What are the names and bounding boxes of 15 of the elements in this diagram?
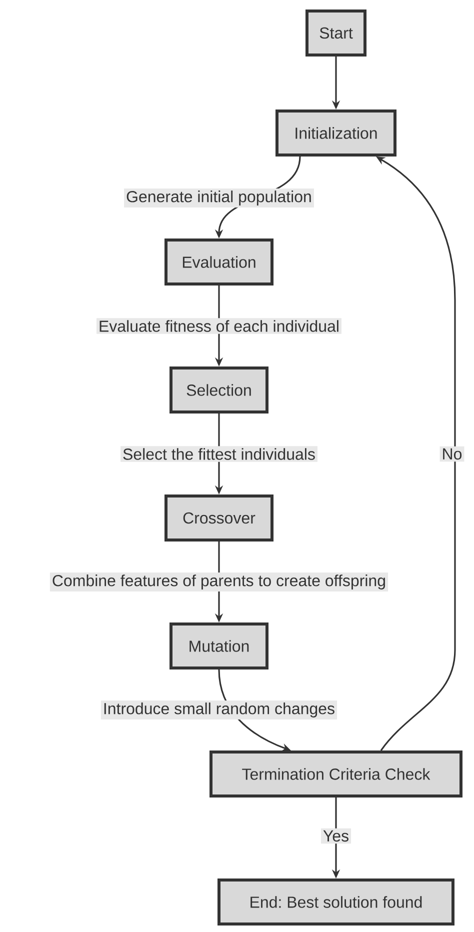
edge-label: Evaluate fitness of each individual [96, 318, 342, 334]
process-box: Evaluation [164, 238, 274, 286]
process-box: Termination Criteria Check [210, 750, 462, 798]
process-box: Mutation [170, 622, 268, 670]
edge-label: No [440, 446, 464, 462]
process-box: Selection [170, 366, 268, 414]
edge-label: Combine features of parents to create offspring [50, 572, 388, 592]
process-box: Start [306, 10, 366, 57]
edge-label: Generate initial population [124, 188, 314, 208]
process-box: Initialization [276, 110, 396, 157]
edge-label: Yes [320, 828, 352, 844]
process-box: End: Best solution found [218, 878, 454, 926]
process-box: Crossover [164, 494, 274, 542]
edge-label: Select the fittest individuals [120, 446, 318, 462]
edge-label: Introduce small random changes [100, 700, 338, 720]
